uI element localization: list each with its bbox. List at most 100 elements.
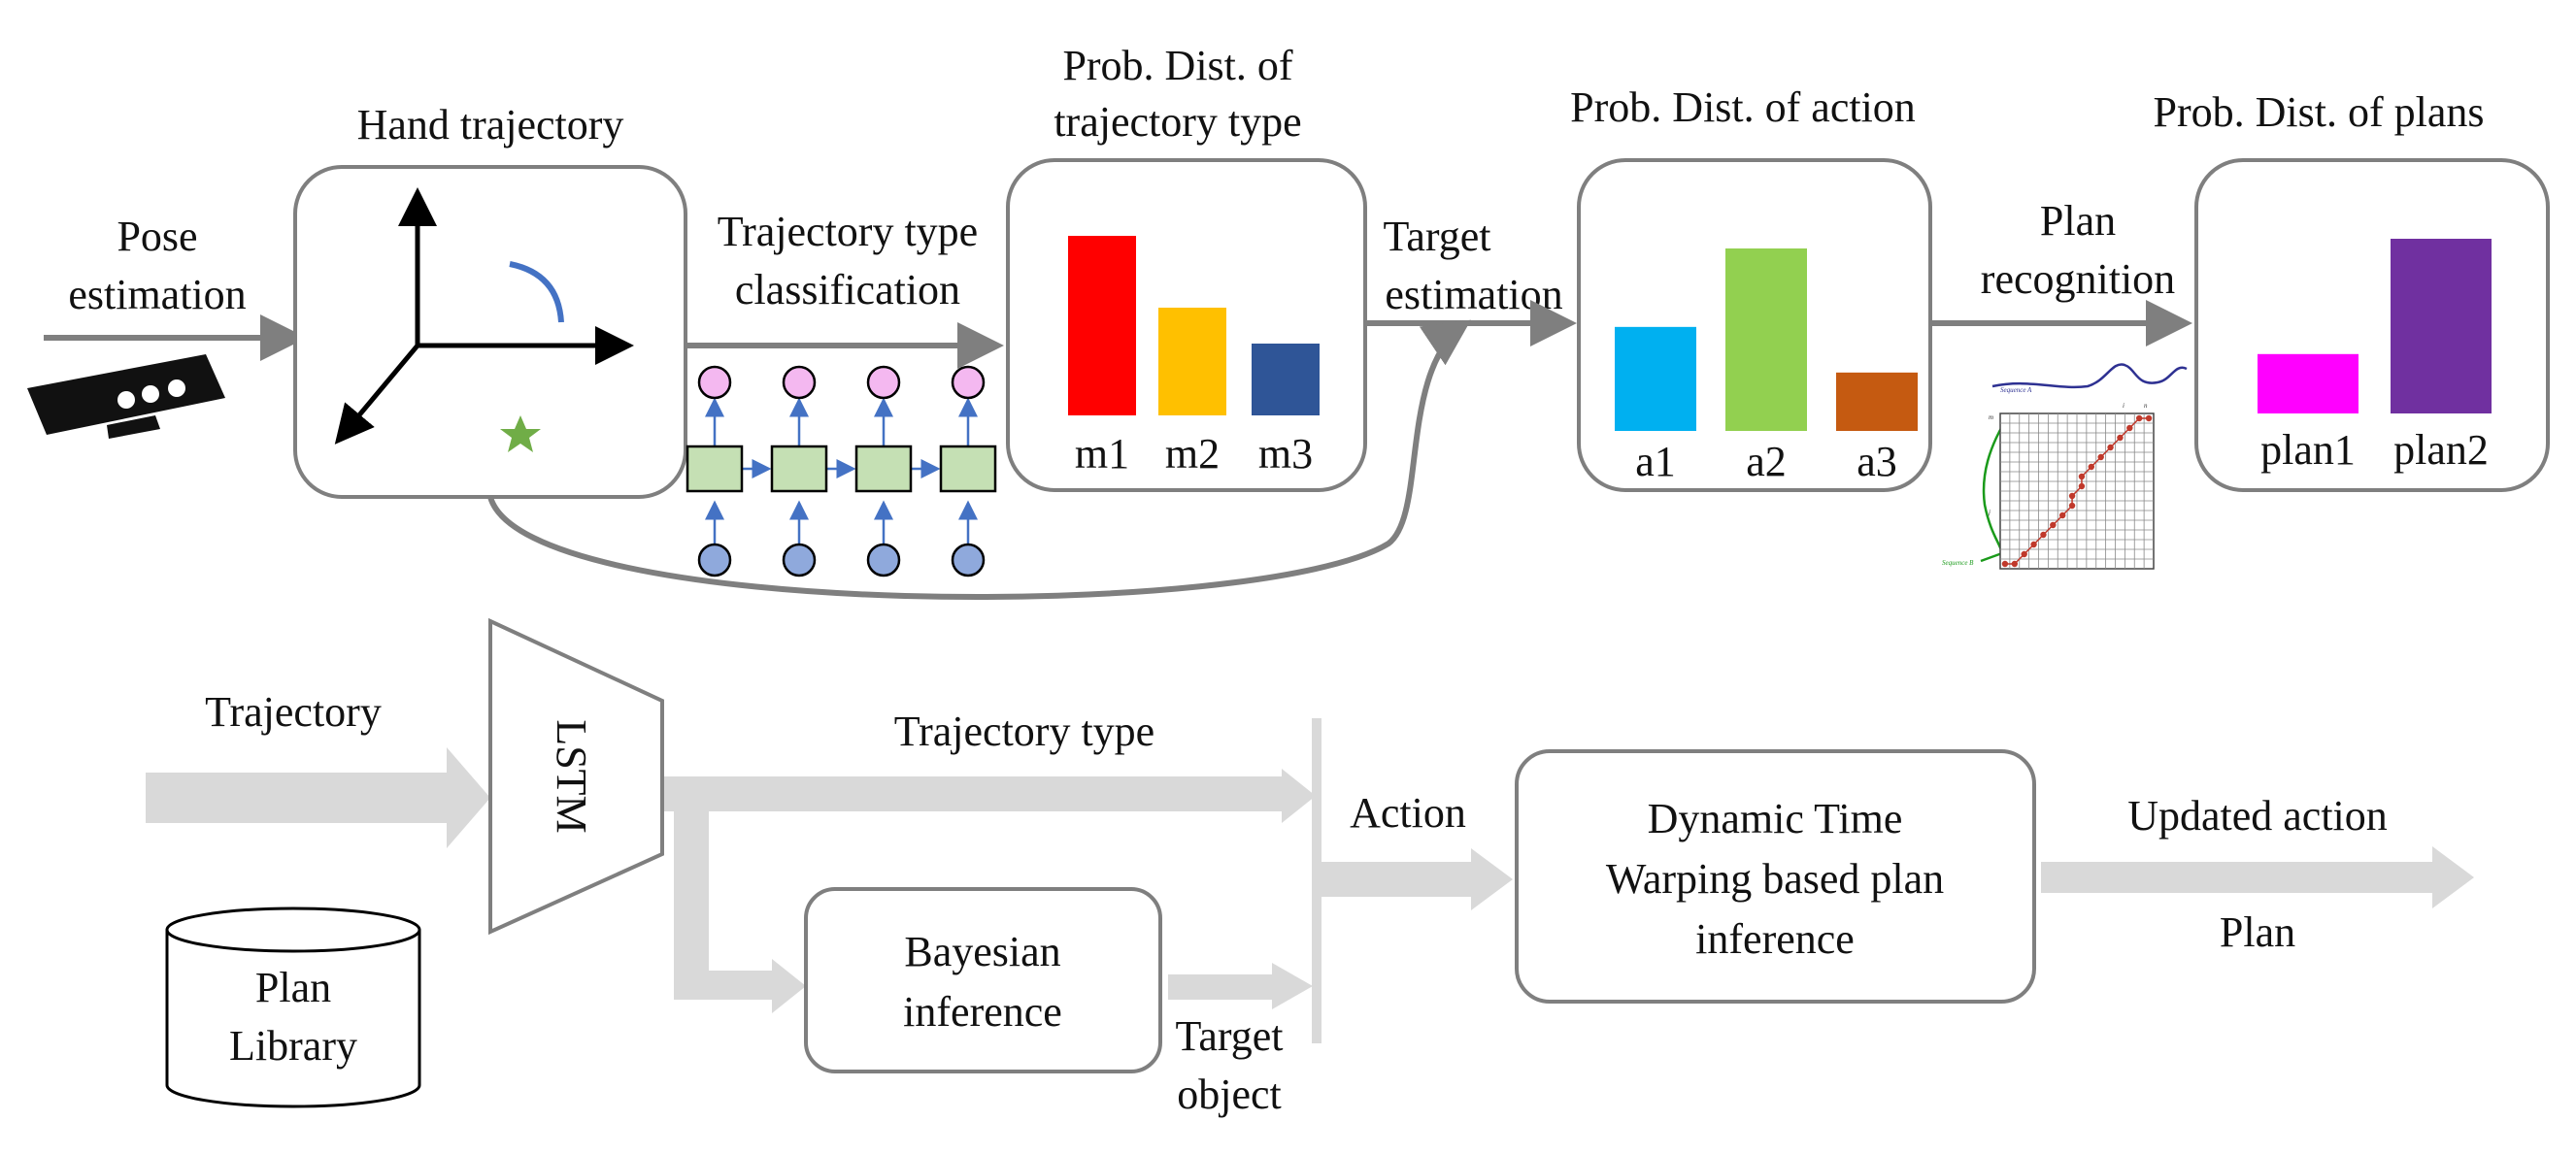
- dtw-path-point: [2068, 502, 2076, 510]
- hand-trajectory-box: [293, 165, 687, 499]
- dtw-path-point: [2078, 473, 2086, 480]
- bar-label-m3: m3: [1258, 430, 1313, 478]
- dtw-path-point: [2050, 521, 2057, 529]
- dtw-path-point: [2145, 414, 2153, 422]
- target-estimation-label-2: estimation: [1385, 271, 1562, 318]
- bar-label-m2: m2: [1165, 430, 1220, 478]
- lstm-label: LSTM: [548, 719, 595, 833]
- bar-label-a2: a2: [1746, 438, 1787, 485]
- dtw-path-point: [2078, 482, 2086, 490]
- dtw-axis-m: m: [1989, 413, 1993, 421]
- dtw-axis-n: n: [2144, 402, 2148, 410]
- rnn-cell: [854, 445, 913, 493]
- dtw-path-point: [2001, 560, 2009, 568]
- plan-recognition-label-1: Plan: [2040, 197, 2116, 245]
- bayesian-label-1: Bayesian: [904, 928, 1060, 975]
- rnn-chain: [686, 365, 997, 577]
- bar-m1: [1068, 236, 1136, 415]
- traj-type-bars: m1 m2 m3: [1068, 236, 1320, 478]
- updated-action-label: Updated action: [2127, 792, 2388, 840]
- dtw-path-point: [2088, 463, 2095, 471]
- trajectory-type-arrow: [664, 769, 1316, 1013]
- rnn-cell: [939, 445, 997, 493]
- dtw-axis-j: j: [1988, 509, 1991, 516]
- trajectory-label: Trajectory: [205, 688, 382, 736]
- rnn-input-node: [866, 543, 901, 577]
- target-object-arrow: [1168, 963, 1313, 1009]
- rnn-cell: [770, 445, 828, 493]
- target-estimation-label-1: Target: [1384, 213, 1491, 260]
- bar-a2: [1725, 248, 1807, 431]
- dtw-path-point: [2107, 444, 2114, 451]
- bar-label-a3: a3: [1857, 438, 1897, 485]
- sequence-a-curve: [1991, 363, 2188, 389]
- dtw-path-point: [2097, 453, 2104, 461]
- target-object-label-1: Target: [1176, 1012, 1284, 1060]
- dtw-path-point: [2068, 492, 2076, 500]
- bayesian-label-2: inference: [903, 988, 1062, 1036]
- prob-traj-title-2: trajectory type: [1054, 98, 1301, 146]
- rnn-output-node: [782, 365, 817, 400]
- bar-a1: [1615, 326, 1696, 431]
- sequence-b-label: Sequence B: [1942, 559, 1974, 567]
- dtw-label-2: Warping based plan: [1606, 855, 1944, 903]
- plan-library-cylinder: [165, 907, 421, 1108]
- feedback-curve: [487, 319, 1471, 600]
- rnn-cell: [686, 445, 744, 493]
- plans-bars: plan1 plan2: [2258, 239, 2492, 474]
- rnn-input-node: [782, 543, 817, 577]
- rnn-input-node: [697, 543, 732, 577]
- bar-plan2: [2391, 239, 2492, 413]
- star-icon: [500, 415, 541, 452]
- rnn-output-node: [697, 365, 732, 400]
- rnn-links: [705, 397, 978, 549]
- dtw-path-point: [2030, 541, 2037, 548]
- dtw-path-point: [2117, 434, 2124, 442]
- plans-box: [2194, 158, 2550, 492]
- dtw-path-point: [2135, 414, 2143, 422]
- bar-label-a1: a1: [1635, 438, 1676, 485]
- action-arrow: [1321, 848, 1513, 910]
- axes-icon: [334, 187, 634, 445]
- plan-label: Plan: [2220, 908, 2295, 956]
- target-object-label-2: object: [1177, 1071, 1282, 1118]
- sequence-a-label: Sequence A: [2000, 386, 2032, 394]
- hand-trajectory-title: Hand trajectory: [357, 101, 624, 148]
- bayesian-inference-box: [804, 887, 1162, 1073]
- prob-traj-title-1: Prob. Dist. of: [1062, 42, 1292, 89]
- rnn-output-node: [866, 365, 901, 400]
- trajectory-arc-icon: [509, 261, 564, 323]
- prob-action-title: Prob. Dist. of action: [1570, 83, 1916, 131]
- dtw-inset: Sequence A Sequence B i n m j: [1942, 363, 2188, 570]
- bar-a3: [1836, 372, 1918, 431]
- bar-m3: [1252, 344, 1320, 415]
- prob-plans-title: Prob. Dist. of plans: [2154, 88, 2485, 136]
- rnn-output-node: [951, 365, 986, 400]
- trajectory-input-arrow: [146, 747, 490, 848]
- lstm-block: [488, 617, 664, 936]
- pose-estimation-label-2: estimation: [68, 271, 246, 318]
- dtw-axis-i: i: [2123, 402, 2124, 410]
- dtw-path-point: [2011, 560, 2019, 568]
- rnn-input-node: [951, 543, 986, 577]
- dtw-grid: [1999, 412, 2155, 570]
- plan-library-label-2: Library: [229, 1022, 357, 1070]
- pose-estimation-label-1: Pose: [117, 213, 197, 260]
- dtw-label-1: Dynamic Time: [1648, 795, 1903, 842]
- bar-label-plan1: plan1: [2260, 426, 2356, 474]
- action-bars: a1 a2 a3: [1615, 248, 1918, 485]
- sequence-b-curve: [1980, 412, 2012, 563]
- plan-library-label-1: Plan: [255, 964, 331, 1011]
- traj-classification-label-2: classification: [735, 266, 960, 313]
- action-label: Action: [1350, 789, 1466, 837]
- dtw-path-point: [2040, 531, 2047, 539]
- bar-plan1: [2258, 353, 2359, 413]
- bar-label-m1: m1: [1075, 430, 1129, 478]
- dtw-label-3: inference: [1695, 915, 1855, 963]
- kinect-sensor-icon: [27, 354, 225, 439]
- bar-label-plan2: plan2: [2393, 426, 2489, 474]
- dtw-inference-box: [1515, 749, 2036, 1004]
- dtw-path-point: [2126, 424, 2133, 432]
